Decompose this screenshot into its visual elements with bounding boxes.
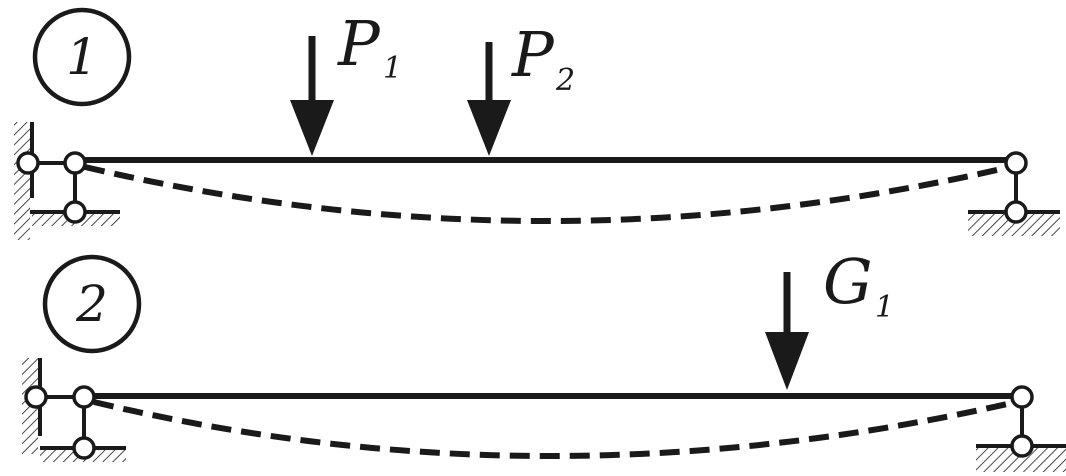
load-p2: P 2	[467, 18, 575, 156]
right-support	[968, 151, 1060, 236]
ground-hinge	[72, 436, 96, 460]
diagram-number: 1	[66, 28, 98, 86]
right-support	[976, 385, 1066, 472]
ground-hinge	[1004, 200, 1028, 224]
load-label: P	[337, 7, 381, 80]
deflection-curve	[93, 399, 1017, 459]
wall-hatch	[14, 122, 30, 240]
number-circle	[42, 254, 142, 354]
load-arrow-head	[467, 100, 511, 156]
beam-hinge-left	[63, 151, 87, 175]
diagram-number-badge: 2	[42, 254, 142, 354]
left-support	[14, 122, 120, 240]
wall-hinge	[24, 385, 48, 409]
diagram-number: 2	[75, 275, 108, 333]
left-support	[22, 358, 126, 462]
beam-hinge-left	[72, 385, 96, 409]
load-p1: P 1	[290, 7, 402, 156]
load-g1: G 1	[765, 245, 894, 390]
deflection-curve	[84, 164, 1011, 224]
load-subscript: 1	[875, 290, 894, 325]
diagram-2: 2 G 1	[22, 245, 1066, 472]
load-subscript: 1	[383, 51, 402, 86]
load-label: G	[823, 245, 873, 318]
ground-hatch	[968, 214, 1060, 236]
number-circle	[32, 7, 132, 107]
beam-hinge-right	[1004, 151, 1028, 175]
ground-hinge	[1010, 434, 1034, 458]
ground-hinge	[63, 200, 87, 224]
load-arrow-head	[290, 100, 334, 156]
load-subscript: 2	[555, 63, 575, 98]
load-label: P	[511, 18, 555, 91]
load-arrow-head	[765, 332, 809, 390]
wall-hinge	[16, 151, 40, 175]
diagram-1: 1 P 1	[14, 7, 1060, 240]
diagram-number-badge: 1	[32, 7, 132, 107]
beam-hinge-right	[1010, 385, 1034, 409]
